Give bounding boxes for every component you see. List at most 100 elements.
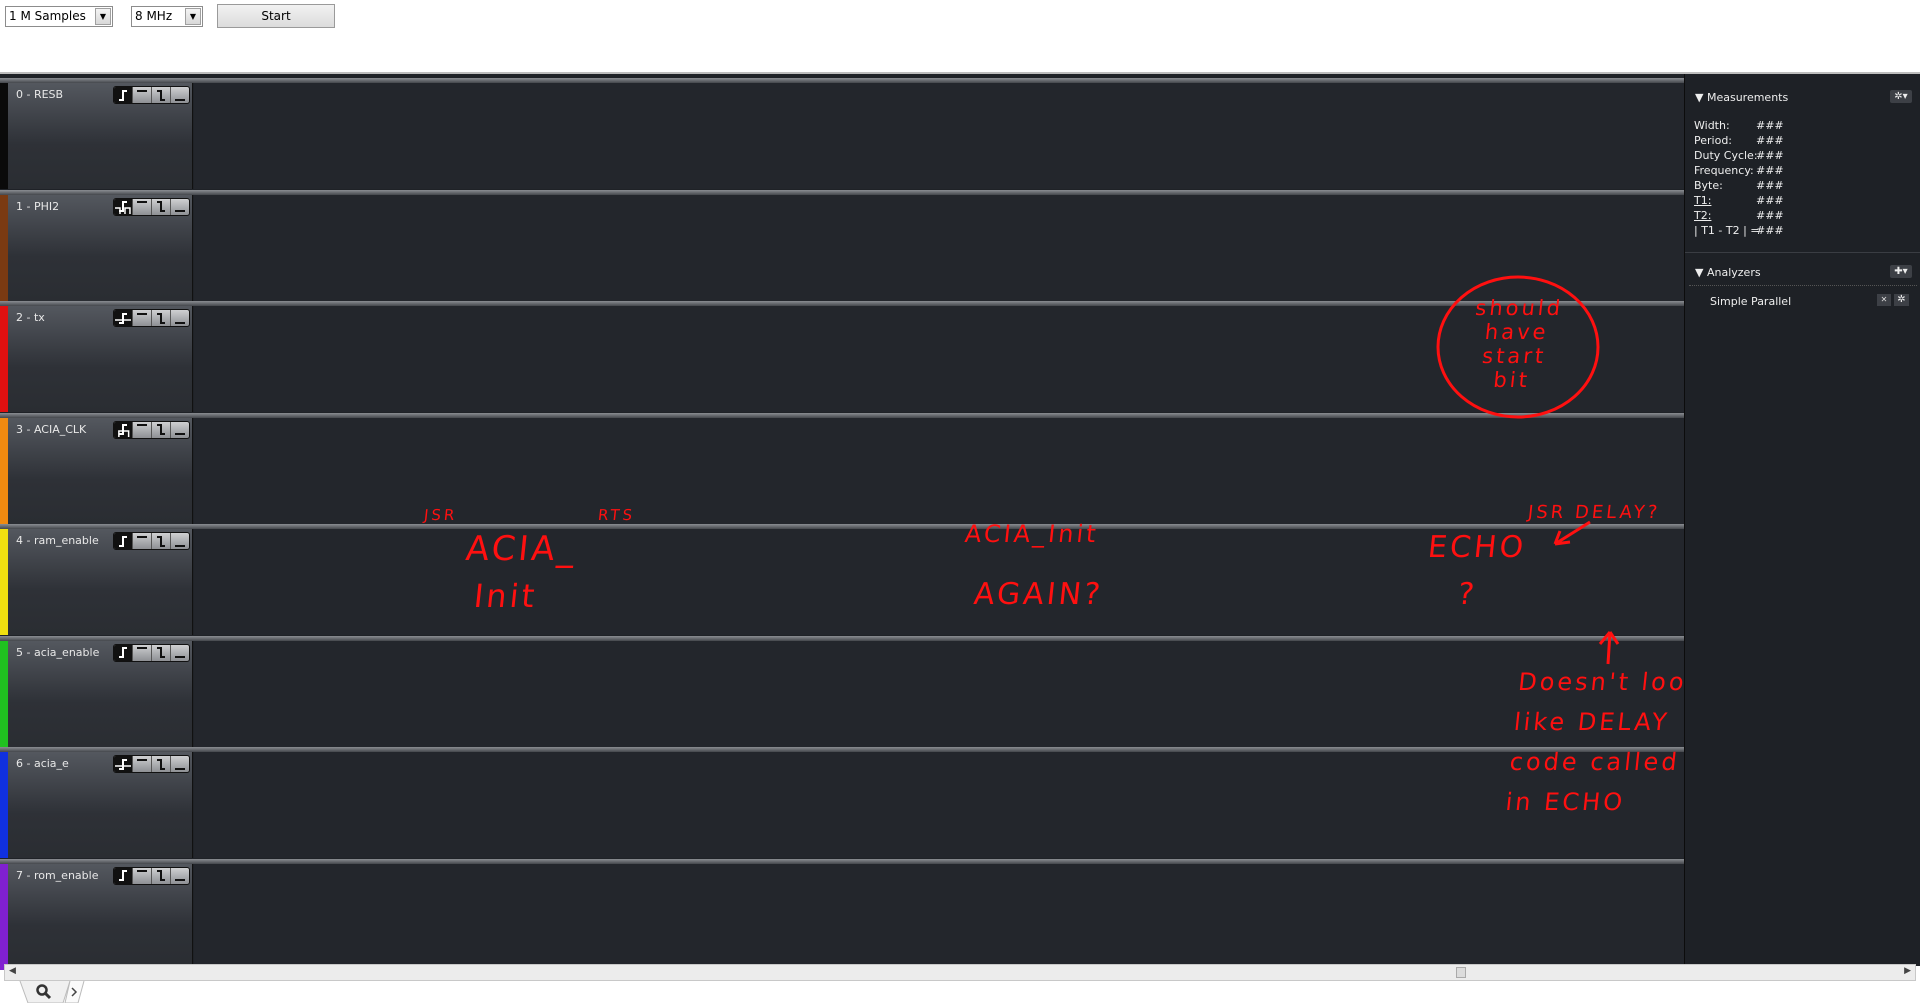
- high-level-trigger-button[interactable]: [133, 310, 152, 326]
- channel-label-panel[interactable]: 1 - PHI2: [0, 189, 193, 301]
- low-level-trigger-button[interactable]: [171, 310, 189, 326]
- measurements-settings-button[interactable]: ✲▾: [1890, 90, 1912, 103]
- channel-name[interactable]: 0 - RESB: [16, 88, 64, 101]
- measurement-value: ###: [1756, 209, 1784, 222]
- high-level-trigger-button[interactable]: [133, 867, 152, 884]
- falling-edge-trigger-button[interactable]: [152, 198, 171, 215]
- channel-name[interactable]: 4 - ram_enable: [16, 534, 99, 547]
- rising-edge-trigger-button[interactable]: [114, 87, 133, 103]
- channel-row: 2 - tx: [0, 301, 1684, 412]
- measurement-label: Byte:: [1694, 179, 1723, 192]
- measurement-row: Period:###: [1694, 134, 1894, 147]
- remove-analyzer-icon[interactable]: ✕: [1877, 294, 1891, 306]
- waveform-area[interactable]: [194, 524, 1684, 635]
- falling-edge-trigger-button[interactable]: [152, 533, 171, 549]
- trigger-buttons: [113, 866, 190, 885]
- plus-icon: ✚▾: [1894, 266, 1908, 277]
- measurement-row: Byte:###: [1694, 179, 1894, 192]
- rising-edge-trigger-button[interactable]: [114, 867, 133, 884]
- chevron-down-icon[interactable]: ▼: [185, 8, 201, 25]
- channel-label-panel[interactable]: 6 - acia_e: [0, 747, 193, 858]
- falling-edge-trigger-button[interactable]: [152, 87, 171, 103]
- scroll-left-icon[interactable]: ◀: [9, 966, 16, 976]
- measurement-row: Frequency:###: [1694, 164, 1894, 177]
- row-separator[interactable]: [0, 524, 1684, 529]
- channel-name[interactable]: 7 - rom_enable: [16, 868, 99, 882]
- sample-count-select[interactable]: 1 M Samples▼: [5, 6, 113, 27]
- channel-label-panel[interactable]: 5 - acia_enable: [0, 635, 193, 747]
- rising-edge-trigger-button[interactable]: [114, 756, 133, 772]
- horizontal-scrollbar[interactable]: ◀ ▶: [4, 964, 1916, 981]
- channel-label-panel[interactable]: 4 - ram_enable: [0, 524, 193, 635]
- high-level-trigger-button[interactable]: [133, 198, 152, 215]
- next-tab[interactable]: [64, 981, 85, 1003]
- row-separator[interactable]: [0, 858, 1684, 864]
- rising-edge-trigger-button[interactable]: [114, 198, 133, 215]
- measurement-value: ###: [1756, 134, 1784, 147]
- add-analyzer-button[interactable]: ✚▾: [1890, 265, 1912, 278]
- waveform-area[interactable]: [194, 858, 1684, 970]
- channel-label-panel[interactable]: 7 - rom_enable: [0, 858, 193, 970]
- high-level-trigger-button[interactable]: [133, 644, 152, 661]
- collapse-triangle-icon: ▼: [1695, 91, 1707, 104]
- channel-name[interactable]: 6 - acia_e: [16, 757, 69, 770]
- high-level-trigger-button[interactable]: [133, 756, 152, 772]
- rising-edge-trigger-button[interactable]: [114, 533, 133, 549]
- channel-name[interactable]: 2 - tx: [16, 311, 45, 324]
- sample-rate-select[interactable]: 8 MHz▼: [131, 6, 203, 27]
- channel-name[interactable]: 5 - acia_enable: [16, 645, 100, 659]
- channel-name[interactable]: 1 - PHI2: [16, 199, 60, 213]
- measurement-label[interactable]: T2:: [1694, 209, 1712, 222]
- low-level-trigger-button[interactable]: [171, 533, 189, 549]
- trigger-buttons: [113, 643, 190, 662]
- row-separator[interactable]: [0, 635, 1684, 641]
- falling-edge-trigger-button[interactable]: [152, 756, 171, 772]
- channel-label-panel[interactable]: 3 - ACIA_CLK: [0, 412, 193, 524]
- annotation-echo-question: ?: [1456, 577, 1479, 612]
- channel-label-panel[interactable]: 2 - tx: [0, 301, 193, 412]
- analyzer-simple-parallel[interactable]: Simple Parallel: [1710, 295, 1792, 308]
- low-level-icon: [175, 433, 185, 435]
- waveform-area[interactable]: [194, 189, 1684, 301]
- rising-edge-trigger-button[interactable]: [114, 421, 133, 438]
- waveform-area[interactable]: [194, 747, 1684, 858]
- high-level-trigger-button[interactable]: [133, 87, 152, 103]
- row-separator[interactable]: [0, 301, 1684, 306]
- falling-edge-icon: [157, 201, 165, 212]
- chevron-down-icon[interactable]: ▼: [95, 8, 111, 25]
- analyzers-header[interactable]: ▼ Analyzers: [1695, 266, 1761, 279]
- gear-icon[interactable]: ✲: [1894, 294, 1909, 306]
- rising-edge-trigger-button[interactable]: [114, 644, 133, 661]
- row-separator[interactable]: [0, 189, 1684, 195]
- row-separator[interactable]: [0, 412, 1684, 418]
- waveform-area[interactable]: [194, 78, 1684, 189]
- scroll-thumb[interactable]: [1456, 967, 1466, 978]
- high-level-trigger-button[interactable]: [133, 421, 152, 438]
- waveform-area[interactable]: [194, 412, 1684, 524]
- rising-edge-icon: [119, 647, 127, 658]
- falling-edge-trigger-button[interactable]: [152, 867, 171, 884]
- falling-edge-trigger-button[interactable]: [152, 421, 171, 438]
- waveform-area[interactable]: [194, 301, 1684, 412]
- rising-edge-trigger-button[interactable]: [114, 310, 133, 326]
- channel-name[interactable]: 3 - ACIA_CLK: [16, 422, 87, 436]
- start-button[interactable]: Start: [217, 4, 335, 28]
- measurement-label[interactable]: T1:: [1694, 194, 1712, 207]
- low-level-trigger-button[interactable]: [171, 199, 189, 215]
- falling-edge-trigger-button[interactable]: [152, 310, 171, 326]
- scroll-right-icon[interactable]: ▶: [1904, 966, 1911, 976]
- waveform-area[interactable]: [194, 635, 1684, 747]
- high-level-icon: [137, 535, 147, 538]
- measurements-header[interactable]: ▼ Measurements: [1695, 91, 1788, 104]
- low-level-trigger-button[interactable]: [171, 422, 189, 438]
- low-level-trigger-button[interactable]: [171, 868, 189, 884]
- channel-label-panel[interactable]: 0 - RESB: [0, 78, 193, 189]
- annotation-jsr-delay: JSR DELAY?: [1526, 502, 1662, 523]
- low-level-trigger-button[interactable]: [171, 87, 189, 103]
- high-level-trigger-button[interactable]: [133, 533, 152, 549]
- low-level-trigger-button[interactable]: [171, 645, 189, 661]
- row-separator[interactable]: [0, 747, 1684, 752]
- falling-edge-trigger-button[interactable]: [152, 644, 171, 661]
- row-separator[interactable]: [0, 78, 1684, 83]
- low-level-trigger-button[interactable]: [171, 756, 189, 772]
